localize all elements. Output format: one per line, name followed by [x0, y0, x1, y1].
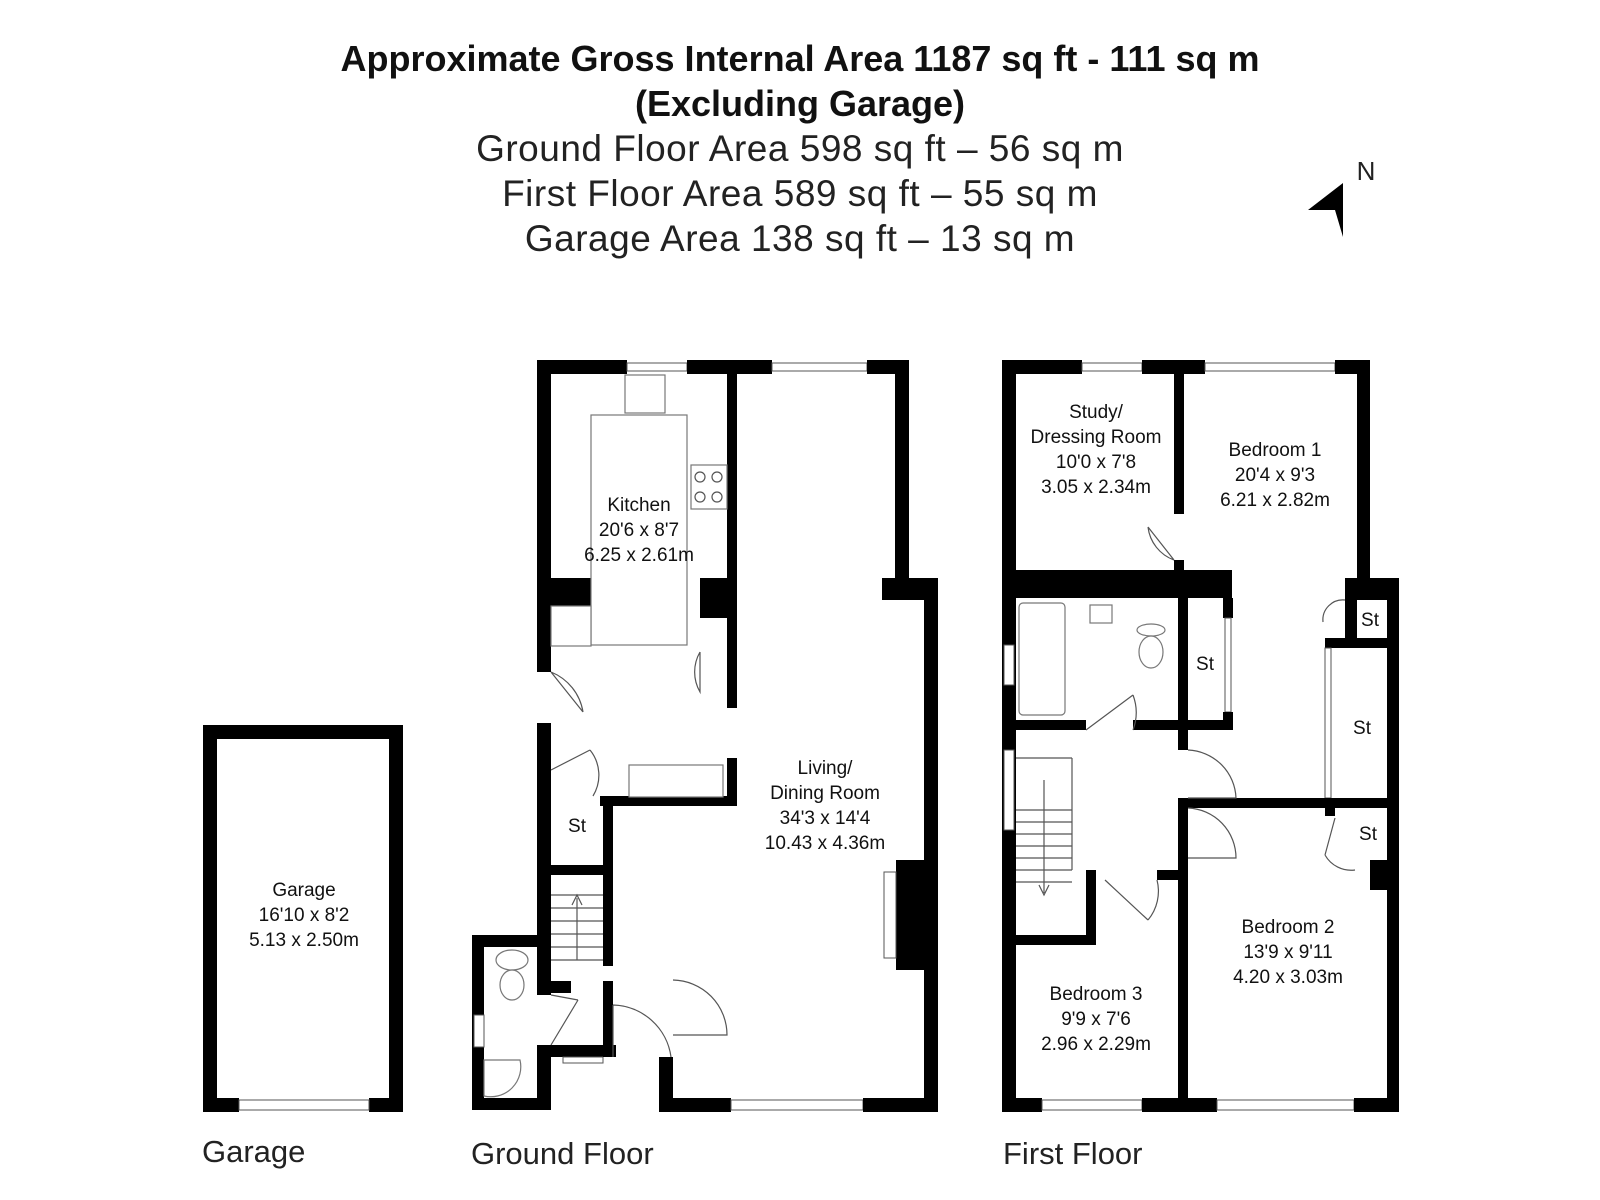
first-floor-staircase: [1016, 757, 1073, 897]
living-room-imperial: 34'3 x 14'4: [780, 808, 871, 829]
bedroom3-room-name: Bedroom 3: [1050, 984, 1143, 1005]
bedroom3-room-metric: 2.96 x 2.29m: [1041, 1034, 1151, 1055]
first-store-2-label: St: [1361, 610, 1380, 631]
first-floor-plan: Study/ Dressing Room 10'0 x 7'8 3.05 x 2…: [1002, 360, 1399, 1112]
garage-area-text: Garage Area 138 sq ft – 13 sq m: [524, 218, 1076, 259]
title-line-2: (Excluding Garage): [634, 83, 966, 124]
ground-floor-area-text: Ground Floor Area 598 sq ft – 56 sq m: [476, 128, 1124, 169]
study-room-imperial: 10'0 x 7'8: [1056, 452, 1136, 473]
garage-room-imperial: 16'10 x 8'2: [259, 905, 350, 926]
study-room-metric: 3.05 x 2.34m: [1041, 477, 1151, 498]
garage-plan: Garage 16'10 x 8'2 5.13 x 2.50m: [203, 725, 403, 1112]
ground-staircase: [551, 893, 603, 961]
compass-north-label: N: [1357, 156, 1376, 186]
kitchen-room-name: Kitchen: [607, 495, 670, 516]
ground-floor-label: Ground Floor: [471, 1136, 654, 1171]
garage-room-metric: 5.13 x 2.50m: [249, 930, 359, 951]
garage-floor-label: Garage: [202, 1134, 305, 1169]
first-store-1-label: St: [1196, 654, 1215, 675]
first-floor-label: First Floor: [1003, 1136, 1143, 1171]
living-room-name-line1: Living/: [798, 758, 854, 779]
title-line-1: Approximate Gross Internal Area 1187 sq …: [340, 38, 1260, 79]
ground-floor-plan: Kitchen 20'6 x 8'7 6.25 x 2.61m Living/ …: [472, 360, 938, 1112]
bedroom2-room-metric: 4.20 x 3.03m: [1233, 967, 1343, 988]
garage-room-name: Garage: [272, 880, 335, 901]
bedroom2-room-imperial: 13'9 x 9'11: [1243, 942, 1332, 963]
bedroom3-room-imperial: 9'9 x 7'6: [1061, 1009, 1131, 1030]
study-room-name-line1: Study/: [1069, 402, 1124, 423]
first-store-4-label: St: [1359, 824, 1378, 845]
bedroom1-room-metric: 6.21 x 2.82m: [1220, 490, 1330, 511]
kitchen-room-metric: 6.25 x 2.61m: [584, 545, 694, 566]
ground-store-label: St: [568, 816, 587, 837]
living-room-metric: 10.43 x 4.36m: [765, 833, 885, 854]
first-floor-area-text: First Floor Area 589 sq ft – 55 sq m: [502, 173, 1098, 214]
kitchen-room-imperial: 20'6 x 8'7: [599, 520, 679, 541]
bedroom1-room-name: Bedroom 1: [1229, 440, 1322, 461]
bedroom2-room-name: Bedroom 2: [1242, 917, 1335, 938]
compass-icon: N: [1308, 156, 1375, 237]
first-store-3-label: St: [1353, 718, 1372, 739]
study-room-name-line2: Dressing Room: [1031, 427, 1162, 448]
living-room-name-line2: Dining Room: [770, 783, 880, 804]
bedroom1-room-imperial: 20'4 x 9'3: [1235, 465, 1315, 486]
